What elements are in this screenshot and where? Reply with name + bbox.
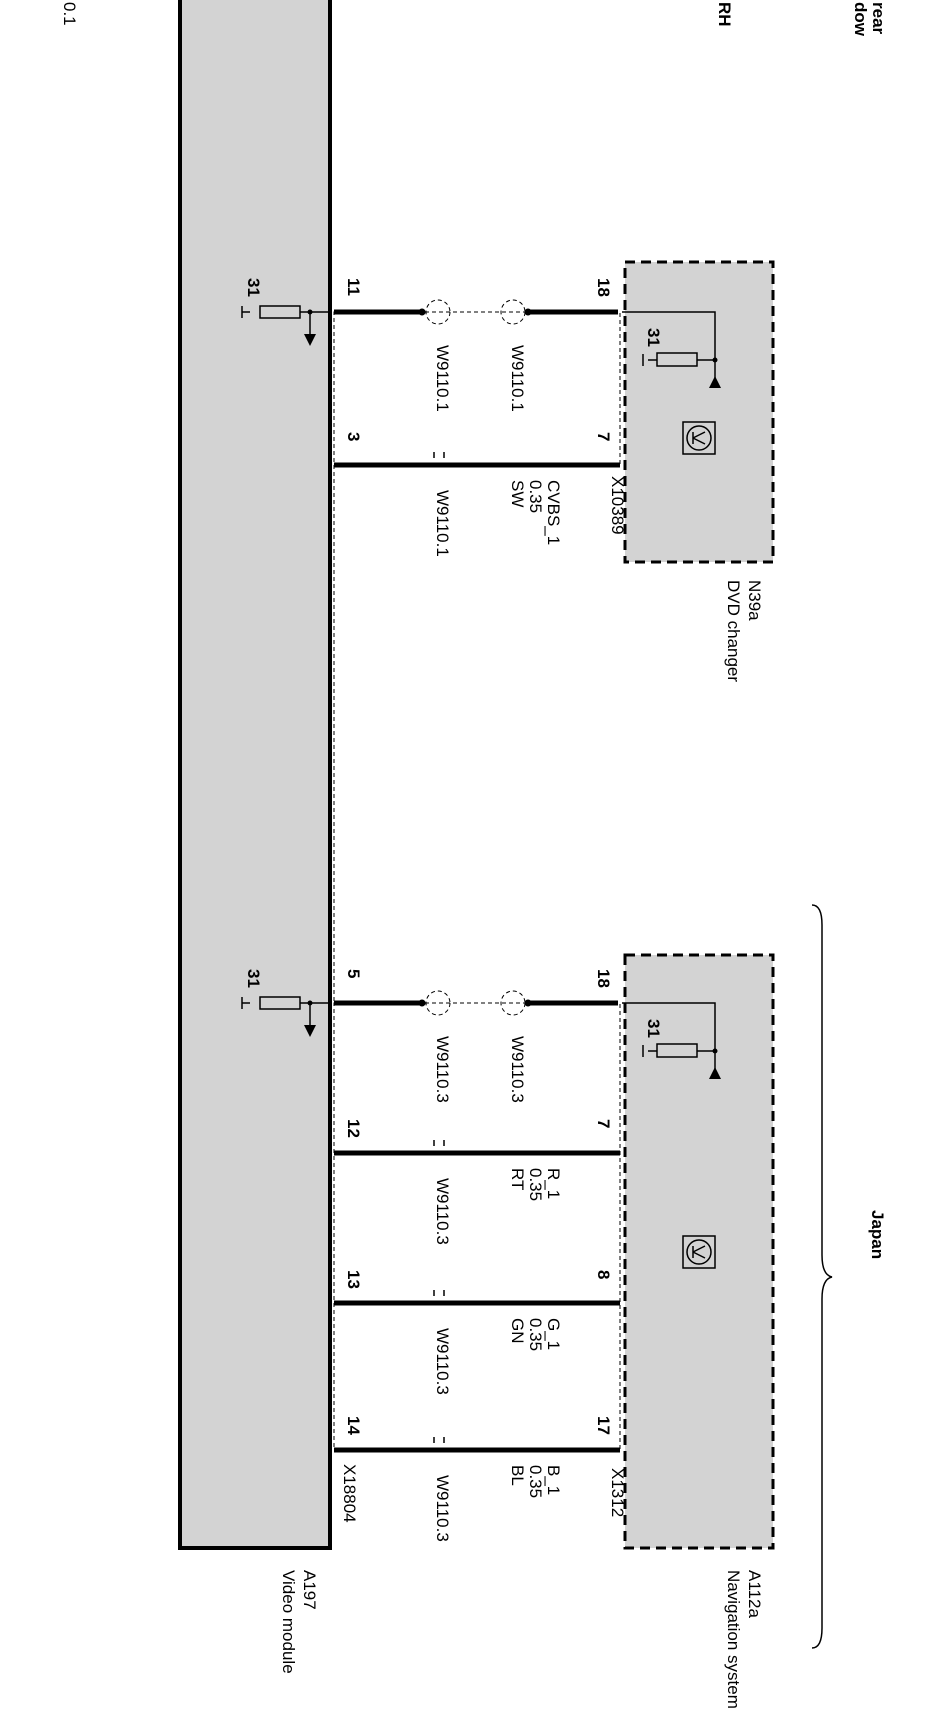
dvd-ground-arrow (709, 376, 721, 388)
nav-shield-harness-upper: W9110.3 (508, 1036, 527, 1103)
dvd-changer-box (623, 260, 775, 564)
navigation-connector: X1312 (608, 1468, 627, 1517)
dvd-ground-node (712, 357, 718, 363)
nav-transistor-icon (682, 1235, 716, 1269)
dvd-transistor-icon (682, 421, 716, 455)
video-ground-2-node (307, 1000, 313, 1006)
nav-ground-arrow (709, 1067, 721, 1079)
r-signal: R_1 (544, 1168, 563, 1199)
dvd-transistor-leads (692, 431, 706, 445)
g-color: GN (508, 1318, 527, 1344)
dvd-changer-code: N39a (745, 580, 764, 621)
video-pin-dvd-signal: 3 (344, 432, 363, 441)
nav-ground-path (622, 1002, 716, 1052)
video-pin-dvd-shield: 11 (344, 278, 363, 296)
nav-transistor-leads (692, 1245, 706, 1259)
dvd-shield-harness-lower: W9110.1 (433, 345, 452, 412)
dvd-ground-label: 31 (644, 328, 663, 347)
variant-label: Japan (868, 1210, 887, 1259)
dvd-pin-signal: 7 (594, 432, 613, 441)
b-size: 0.35 (526, 1465, 545, 1498)
video-ground-1-node (307, 309, 313, 315)
video-pin-r: 12 (344, 1119, 363, 1138)
nav-shield-outline (333, 1002, 621, 1451)
dvd-ground-path (622, 311, 716, 361)
nav-ground-node (712, 1048, 718, 1054)
edge-label-right-1: rear (869, 2, 888, 35)
dvd-changer-name: DVD changer (724, 580, 743, 682)
g-signal: G_1 (544, 1318, 563, 1350)
nav-shield-open-upper (500, 990, 526, 1016)
edge-label-right-2: dow (851, 2, 870, 37)
b-harness: W9110.3 (433, 1475, 452, 1542)
nav-ground-resistor (656, 1043, 698, 1058)
dvd-shield-end-upper (524, 308, 532, 316)
g-size: 0.35 (526, 1318, 545, 1351)
nav-transistor-circle (686, 1239, 712, 1265)
video-ground-2-label: 31 (244, 969, 263, 988)
navigation-box (623, 953, 775, 1550)
b-signal: B_1 (544, 1465, 563, 1495)
video-module-name: Video module (279, 1570, 298, 1674)
navigation-code: A112a (745, 1570, 764, 1618)
g-harness: W9110.3 (433, 1328, 452, 1395)
navigation-name: Navigation system (724, 1570, 743, 1709)
nav-pin-r: 7 (594, 1119, 613, 1128)
nav-shield-end-upper (524, 999, 532, 1007)
video-pin-g: 13 (344, 1270, 363, 1289)
video-ground-2-arrow (304, 1025, 316, 1037)
cvbs-color: SW (508, 480, 527, 507)
cvbs-signal: CVBS_1 (544, 480, 563, 545)
edge-label-mid: RH (715, 2, 734, 27)
dvd-pin-shield: 18 (594, 278, 613, 297)
video-module-code: A197 (300, 1570, 319, 1610)
japan-brace (811, 904, 833, 1649)
nav-pin-shield: 18 (594, 969, 613, 988)
dvd-ground-resistor (656, 352, 698, 367)
nav-shield-end-lower (418, 999, 426, 1007)
nav-pin-b: 17 (594, 1416, 613, 1435)
video-ground-2-resistor (259, 996, 301, 1010)
harness-marks (433, 452, 445, 1443)
nav-pin-g: 8 (594, 1270, 613, 1279)
video-module-connector: X18804 (340, 1464, 359, 1523)
nav-shield-harness-lower: W9110.3 (433, 1036, 452, 1103)
cvbs-size: 0.35 (526, 480, 545, 513)
video-pin-nav-shield: 5 (344, 969, 363, 978)
dvd-shield-open-lower (425, 299, 451, 325)
b-color: BL (508, 1465, 527, 1486)
r-color: RT (508, 1168, 527, 1190)
cvbs-harness: W9110.1 (433, 490, 452, 557)
edge-label-left: 0.1 (60, 2, 79, 26)
dvd-shield-outline (333, 311, 621, 466)
nav-shield-open-lower (425, 990, 451, 1016)
nav-ground-label: 31 (644, 1019, 663, 1038)
video-ground-1-resistor (259, 305, 301, 319)
dvd-shield-end-lower (418, 308, 426, 316)
dvd-shield-harness-upper: W9110.1 (508, 345, 527, 412)
dvd-shield-open-upper (500, 299, 526, 325)
video-pin-b: 14 (344, 1416, 363, 1435)
video-ground-1-arrow (304, 334, 316, 346)
dvd-changer-connector: X10389 (608, 476, 627, 535)
r-harness: W9110.3 (433, 1178, 452, 1245)
r-size: 0.35 (526, 1168, 545, 1201)
dvd-transistor-circle (686, 425, 712, 451)
video-module-box (178, 0, 332, 1550)
video-ground-1-label: 31 (244, 278, 263, 297)
